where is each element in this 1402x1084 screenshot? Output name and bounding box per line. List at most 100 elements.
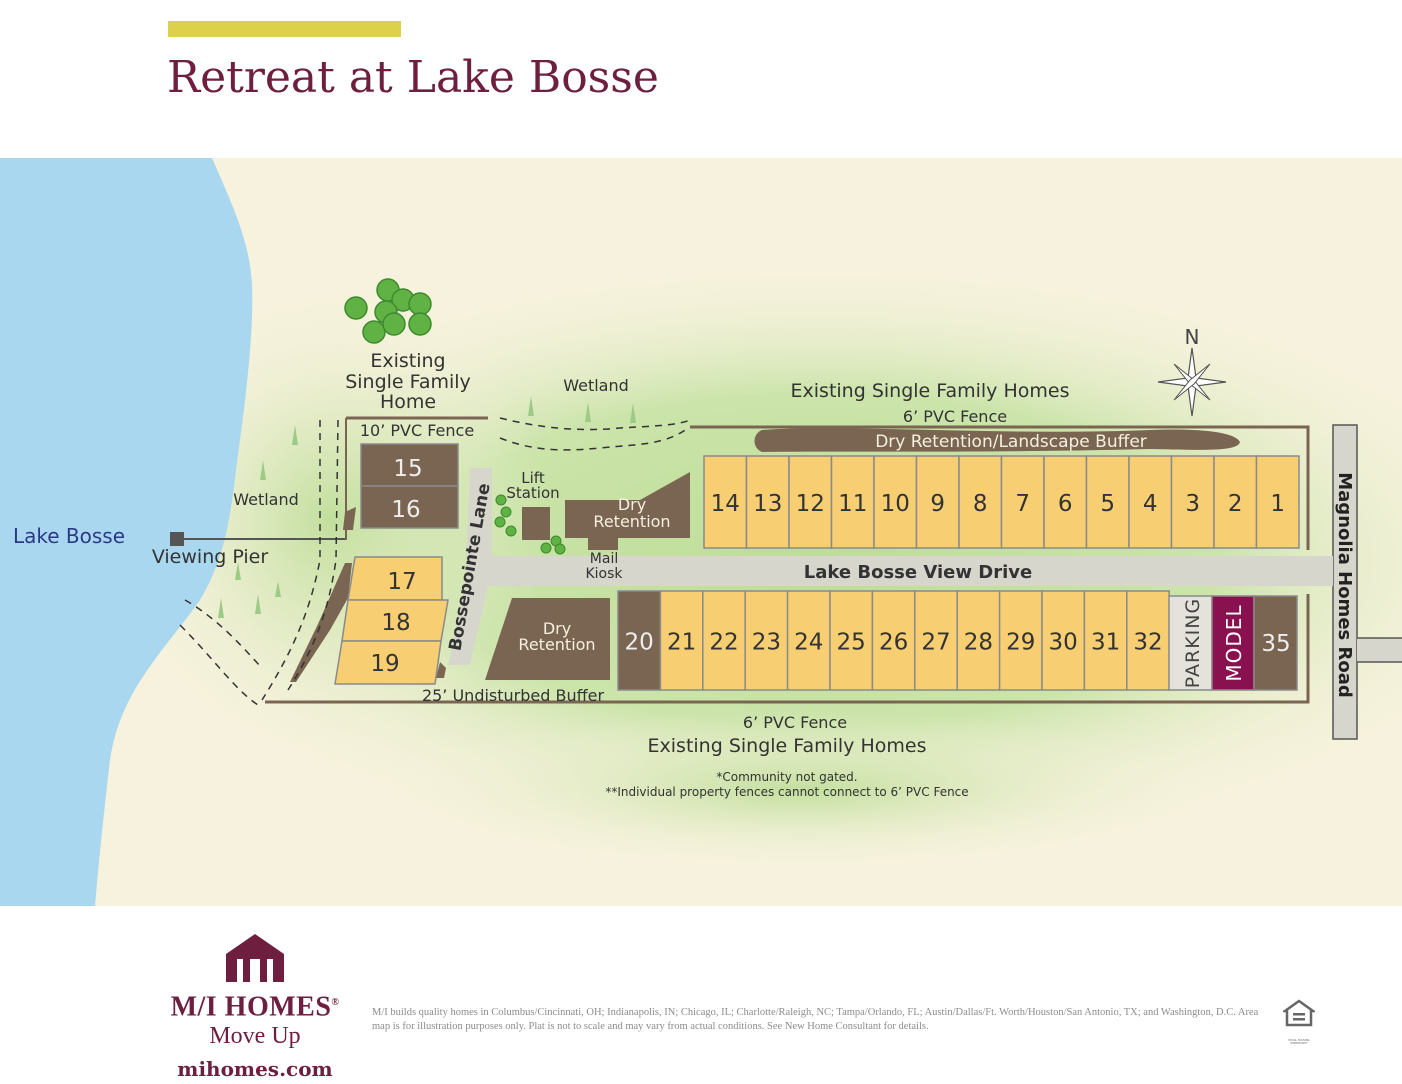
lot-16[interactable]: [360, 485, 459, 529]
dry-retention-buffer-label: Dry Retention/Landscape Buffer: [875, 432, 1147, 452]
brand-logo[interactable]: M/I HOMES® Move Up mihomes.com: [166, 932, 344, 1084]
lot-9[interactable]: [915, 455, 960, 549]
lot-19-label: 19: [370, 651, 399, 677]
existing-home-label-3: Home: [380, 391, 436, 413]
green-area-south: [380, 710, 1220, 870]
existing-home-label-2: Single Family: [345, 371, 471, 393]
wetland-boundaries: [179, 417, 691, 706]
lot-17-label: 17: [387, 569, 416, 595]
lot-21-label: 21: [667, 630, 696, 656]
lot-14[interactable]: [703, 455, 748, 549]
lot-5[interactable]: [1085, 455, 1130, 549]
dry-retention-2-label-1: Dry: [543, 619, 571, 638]
undisturbed-buffer-label: 25’ Undisturbed Buffer: [422, 686, 605, 705]
lot-14-label: 14: [711, 491, 740, 517]
common-area-west-2: [290, 563, 352, 682]
lake-label: Lake Bosse: [13, 524, 125, 548]
lot-7[interactable]: [1000, 455, 1045, 549]
lot-8-label: 8: [973, 491, 988, 517]
lot-26-label: 26: [879, 630, 908, 656]
lift-station-label-2: Station: [506, 484, 559, 502]
lot-9-label: 9: [930, 491, 945, 517]
lot-8[interactable]: [958, 455, 1003, 549]
lot-32[interactable]: [1126, 590, 1170, 691]
lot-28-label: 28: [964, 630, 993, 656]
wetland-north-label: Wetland: [563, 376, 629, 395]
dry-retention-buffer: [754, 428, 1240, 452]
road-main-label: Lake Bosse View Drive: [804, 562, 1032, 583]
lot-11[interactable]: [830, 455, 875, 549]
lot-23[interactable]: [744, 590, 789, 691]
lot-19[interactable]: [334, 640, 442, 685]
dry-retention-1-label-2: Retention: [593, 512, 670, 531]
lot-7-label: 7: [1015, 491, 1030, 517]
lot-10[interactable]: [873, 455, 918, 549]
mail-kiosk-label-1: Mail: [590, 551, 618, 567]
lot-5-label: 5: [1100, 491, 1115, 517]
lot-20-label: 20: [625, 630, 654, 656]
lot-3[interactable]: [1170, 455, 1215, 549]
lift-station-label-1: Lift: [521, 469, 545, 487]
lot-13[interactable]: [745, 455, 790, 549]
existing-home-label-1: Existing: [370, 350, 445, 372]
house-logo-icon: [226, 934, 284, 982]
lot-18-label: 18: [381, 610, 410, 636]
existing-homes-south-label: Existing Single Family Homes: [648, 735, 927, 757]
lot-1[interactable]: [1255, 455, 1300, 549]
model-label: MODEL: [1222, 604, 1246, 681]
brand-name: M/I HOMES®: [170, 991, 340, 1023]
lot-20[interactable]: [617, 590, 662, 691]
lot-30[interactable]: [1041, 590, 1086, 691]
common-area-west-3: [436, 662, 446, 678]
lot-25-label: 25: [837, 630, 866, 656]
equal-housing-text: EQUAL HOUSING OPPORTUNITY: [1288, 1039, 1310, 1045]
west-lots: [334, 443, 459, 685]
lot-21[interactable]: [659, 590, 704, 691]
page-title: Retreat at Lake Bosse: [167, 52, 659, 103]
road-lane: [448, 468, 492, 665]
lift-station-building: [522, 507, 550, 540]
fence-10-label: 10’ PVC Fence: [360, 421, 474, 440]
fence-south: [265, 594, 1310, 704]
fence-6-north-label: 6’ PVC Fence: [903, 407, 1007, 426]
lot-16-label: 16: [391, 497, 420, 523]
lot-35[interactable]: [1253, 595, 1298, 691]
parking-lot[interactable]: [1168, 595, 1213, 691]
lot-12-label: 12: [796, 491, 825, 517]
lot-27-label: 27: [921, 630, 950, 656]
lot-13-label: 13: [753, 491, 782, 517]
existing-homes-north-label: Existing Single Family Homes: [791, 380, 1070, 402]
tree-cluster: [344, 278, 432, 344]
lot-3-label: 3: [1185, 491, 1200, 517]
equal-housing-logo: EQUAL HOUSING OPPORTUNITY: [1281, 999, 1317, 1045]
brand-tagline: Move Up: [209, 1023, 301, 1050]
lot-1-label: 1: [1270, 491, 1285, 517]
mail-kiosk-building: [588, 538, 618, 550]
lot-15[interactable]: [360, 443, 459, 487]
website-link[interactable]: mihomes.com: [177, 1057, 333, 1082]
lake-water: [0, 158, 253, 906]
lot-2-label: 2: [1228, 491, 1243, 517]
highway-label: Magnolia Homes Road: [1334, 472, 1355, 698]
accent-bar: [168, 21, 401, 37]
lot-10-label: 10: [881, 491, 910, 517]
road-main: [488, 556, 1333, 586]
note-community-not-gated: *Community not gated.: [716, 770, 857, 784]
fence-6-south-label: 6’ PVC Fence: [743, 713, 847, 732]
lot-22-label: 22: [709, 630, 738, 656]
viewing-pier-end: [170, 532, 184, 546]
lot-2[interactable]: [1213, 455, 1258, 549]
lot-31[interactable]: [1083, 590, 1128, 691]
west-lot-labels: 15 16 17 18 19: [370, 456, 422, 677]
lot-35-label: 35: [1261, 631, 1290, 657]
mail-kiosk-label-2: Kiosk: [585, 566, 623, 582]
lot-6-label: 6: [1058, 491, 1073, 517]
lot-4[interactable]: [1128, 455, 1173, 549]
compass-rose: [1157, 347, 1227, 417]
equal-housing-icon: [1281, 999, 1317, 1027]
model-home-lot[interactable]: [1211, 595, 1255, 691]
pier-label: Viewing Pier: [152, 546, 269, 568]
